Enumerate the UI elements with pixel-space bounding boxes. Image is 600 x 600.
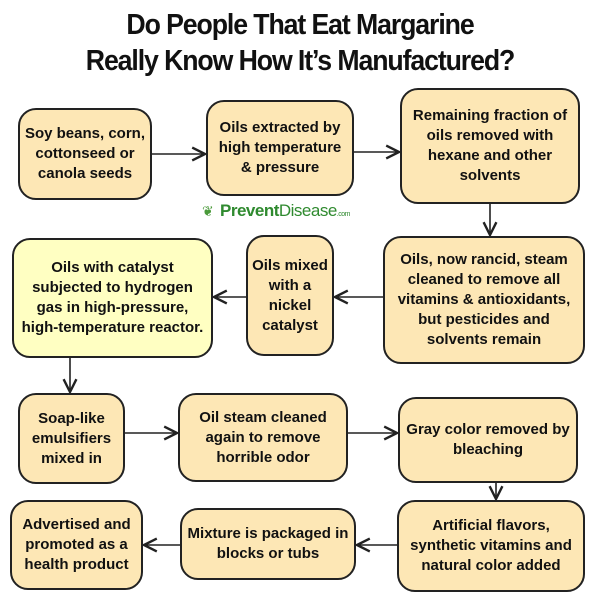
- step-4: Oils, now rancid, steam cleaned to remov…: [383, 236, 585, 364]
- step-11: Mixture is packaged in blocks or tubs: [180, 508, 356, 580]
- step-2: Oils extracted by high temperature & pre…: [206, 100, 354, 196]
- step-10: Artificial flavors, synthetic vitamins a…: [397, 500, 585, 592]
- step-5: Oils mixed with a nickel catalyst: [246, 235, 334, 356]
- preventdisease-logo: PreventDisease.com: [220, 201, 350, 220]
- step-8: Oil steam cleaned again to remove horrib…: [178, 393, 348, 482]
- title-line-1: Do People That Eat Margarine: [126, 9, 474, 41]
- step-12: Advertised and promoted as a health prod…: [10, 500, 143, 590]
- leaf-logo-icon: ❦: [202, 203, 214, 219]
- step-6: Oils with catalyst subjected to hydrogen…: [12, 238, 213, 358]
- title-line-2: Really Know How It’s Manufactured?: [85, 45, 516, 77]
- step-9: Gray color removed by bleaching: [398, 397, 578, 483]
- step-7: Soap-like emulsifiers mixed in: [18, 393, 125, 484]
- step-3: Remaining fraction of oils removed with …: [400, 88, 580, 204]
- step-1: Soy beans, corn, cottonseed or canola se…: [18, 108, 152, 200]
